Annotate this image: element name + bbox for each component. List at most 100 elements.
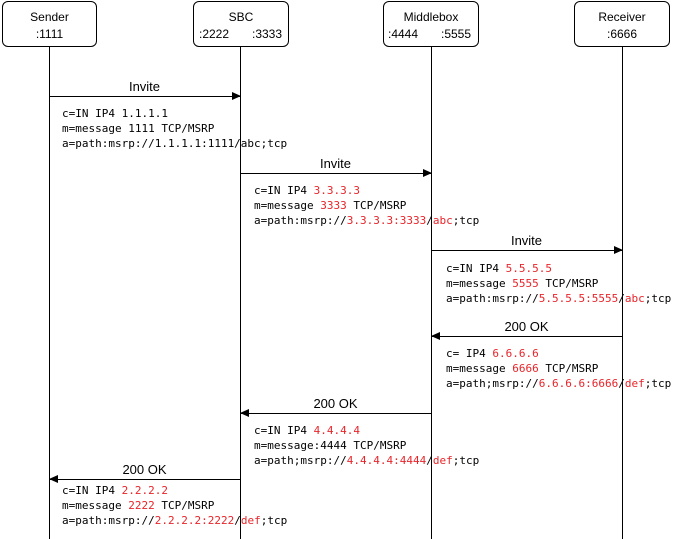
sdp-text: c= IP4 bbox=[446, 347, 493, 360]
sbc-port-right: :3333 bbox=[252, 27, 283, 41]
sdp-changed-value: 5555 bbox=[512, 277, 539, 290]
sdp-line: m=message 2222 TCP/MSRP bbox=[62, 498, 287, 513]
message-arrow-left bbox=[240, 409, 431, 417]
sdp-changed-value: 3.3.3.3:3333 bbox=[346, 214, 427, 227]
sdp-changed-value: abc bbox=[624, 292, 645, 305]
sdp-changed-value: 3333 bbox=[320, 199, 347, 212]
sdp-text: c=IN IP4 bbox=[446, 262, 506, 275]
sdp-changed-value: def bbox=[624, 377, 645, 390]
sdp-text: m=message 1111 TCP/MSRP bbox=[62, 122, 215, 135]
sdp-line: a=path:msrp://3.3.3.3:3333/abc;tcp bbox=[254, 213, 479, 228]
sdp-line: c=IN IP4 2.2.2.2 bbox=[62, 483, 287, 498]
receiver-box: Receiver :6666 bbox=[574, 1, 670, 47]
sdp-text: ;tcp bbox=[452, 454, 480, 467]
sdp-line: a=path:msrp://1.1.1.1:1111/abc;tcp bbox=[62, 136, 287, 151]
sdp-text: a=path;msrp:// bbox=[446, 377, 539, 390]
sdp-text: m=message bbox=[62, 499, 129, 512]
sdp-line: c=IN IP4 4.4.4.4 bbox=[254, 423, 479, 438]
sdp-changed-value: 4.4.4.4:4444 bbox=[346, 454, 427, 467]
sdp-text: c=IN IP4 1.1.1.1 bbox=[62, 107, 168, 120]
sdp-line: a=path:msrp://5.5.5.5:5555/abc;tcp bbox=[446, 291, 671, 306]
sdp-text: / bbox=[426, 454, 433, 467]
sdp-text: ;tcp bbox=[644, 292, 672, 305]
sender-port: :1111 bbox=[35, 27, 64, 41]
sdp-changed-value: 2.2.2.2 bbox=[121, 484, 168, 497]
message-arrow-left bbox=[431, 332, 622, 340]
sdp-changed-value: 2222 bbox=[128, 499, 155, 512]
sdp-text: TCP/MSRP bbox=[538, 362, 599, 375]
message-label: 200 OK bbox=[122, 462, 167, 477]
sdp-line: a=path;msrp://6.6.6.6:6666/def;tcp bbox=[446, 376, 671, 391]
sdp-line: m=message 1111 TCP/MSRP bbox=[62, 121, 287, 136]
middlebox-box: Middlebox :4444 :5555 bbox=[383, 1, 479, 47]
sdp-text: TCP/MSRP bbox=[154, 499, 215, 512]
sdp-text: a=path;msrp:// bbox=[254, 454, 347, 467]
sdp-changed-value: 6666 bbox=[512, 362, 539, 375]
sbc-port-left: :2222 bbox=[199, 27, 230, 41]
middlebox-name: Middlebox bbox=[403, 10, 459, 24]
message-label: Invite bbox=[510, 233, 543, 248]
sdp-changed-value: 6.6.6.6 bbox=[492, 347, 539, 360]
sdp-text: ;tcp bbox=[452, 214, 480, 227]
sdp-text: m=message bbox=[254, 199, 321, 212]
receiver-name: Receiver bbox=[598, 10, 646, 24]
sdp-changed-value: def bbox=[240, 514, 261, 527]
sdp-text: a=path:msrp:// bbox=[62, 514, 155, 527]
sdp-text: / bbox=[426, 214, 433, 227]
sdp-line: a=path;msrp://4.4.4.4:4444/def;tcp bbox=[254, 453, 479, 468]
sender-name: Sender bbox=[30, 10, 69, 24]
sdp-text: a=path:msrp:// bbox=[254, 214, 347, 227]
sdp-text: TCP/MSRP bbox=[346, 199, 407, 212]
message-label: 200 OK bbox=[504, 319, 549, 334]
middlebox-lifeline bbox=[431, 47, 432, 539]
receiver-lifeline bbox=[622, 47, 623, 539]
sdp-text: TCP/MSRP bbox=[538, 277, 599, 290]
sdp-text: a=path:msrp:// bbox=[446, 292, 539, 305]
message-arrow-right bbox=[432, 246, 623, 254]
sbc-lifeline bbox=[240, 47, 241, 539]
sdp-changed-value: abc bbox=[432, 214, 453, 227]
sdp-line: c=IN IP4 1.1.1.1 bbox=[62, 106, 287, 121]
sdp-changed-value: 6.6.6.6:6666 bbox=[538, 377, 619, 390]
sdp-text: m=message bbox=[446, 362, 513, 375]
sdp-text: a=path:msrp://1.1.1.1:1111/abc;tcp bbox=[62, 137, 288, 150]
sdp-text: / bbox=[618, 377, 625, 390]
sdp-line: c= IP4 6.6.6.6 bbox=[446, 346, 671, 361]
sender-lifeline bbox=[49, 47, 50, 539]
middlebox-port-left: :4444 bbox=[388, 27, 419, 41]
sbc-name: SBC bbox=[228, 10, 254, 24]
sdp-changed-value: def bbox=[432, 454, 453, 467]
receiver-port: :6666 bbox=[606, 27, 638, 41]
message-label: 200 OK bbox=[313, 396, 358, 411]
sdp-changed-value: 5.5.5.5:5555 bbox=[538, 292, 619, 305]
sdp-line: a=path:msrp://2.2.2.2:2222/def;tcp bbox=[62, 513, 287, 528]
sdp-changed-value: 4.4.4.4 bbox=[313, 424, 360, 437]
sdp-line: m=message 5555 TCP/MSRP bbox=[446, 276, 671, 291]
message-label: Invite bbox=[128, 79, 161, 94]
sdp-text: m=message bbox=[446, 277, 513, 290]
message-arrow-right bbox=[50, 92, 241, 100]
sdp-line: m=message:4444 TCP/MSRP bbox=[254, 438, 479, 453]
message-arrow-right bbox=[241, 169, 432, 177]
sdp-text: ;tcp bbox=[260, 514, 288, 527]
sdp-text: / bbox=[234, 514, 241, 527]
message-label: Invite bbox=[319, 156, 352, 171]
sdp-changed-value: 2.2.2.2:2222 bbox=[154, 514, 235, 527]
sdp-line: m=message 6666 TCP/MSRP bbox=[446, 361, 671, 376]
sbc-box: SBC :2222 :3333 bbox=[193, 1, 289, 47]
sdp-line: c=IN IP4 3.3.3.3 bbox=[254, 183, 479, 198]
sdp-text: c=IN IP4 bbox=[62, 484, 122, 497]
sdp-block: c=IN IP4 1.1.1.1 m=message 1111 TCP/MSRP a… bbox=[62, 106, 287, 151]
sdp-text: ;tcp bbox=[644, 377, 672, 390]
sender-box: Sender :1111 bbox=[2, 1, 97, 47]
sdp-text: c=IN IP4 bbox=[254, 184, 314, 197]
sdp-line: m=message 3333 TCP/MSRP bbox=[254, 198, 479, 213]
sdp-text: m=message:4444 TCP/MSRP bbox=[254, 439, 407, 452]
sdp-text: c=IN IP4 bbox=[254, 424, 314, 437]
